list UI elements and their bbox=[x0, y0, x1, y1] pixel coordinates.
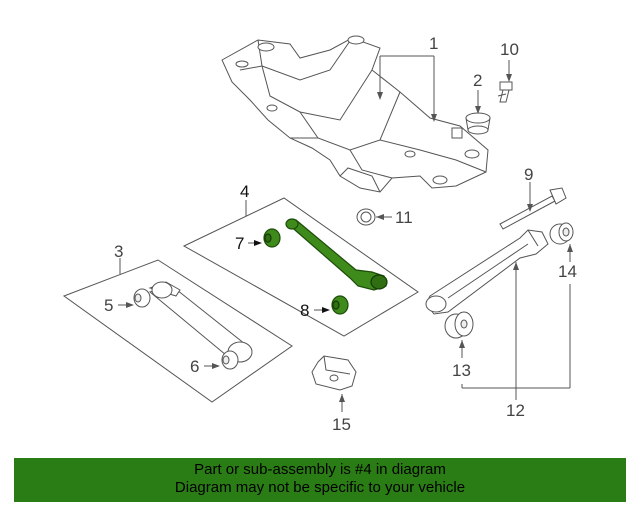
callout-13: 13 bbox=[452, 361, 471, 380]
part-15-bracket bbox=[311, 355, 357, 391]
part-2-bushing bbox=[465, 112, 491, 135]
callout-4: 4 bbox=[240, 182, 249, 201]
callout-3: 3 bbox=[114, 242, 123, 261]
part-13-bushing bbox=[444, 311, 474, 339]
part-9-bolt bbox=[499, 187, 567, 230]
banner-line-1: Part or sub-assembly is #4 in diagram bbox=[194, 461, 446, 478]
part-14-bushing bbox=[549, 222, 574, 245]
crossmember bbox=[221, 35, 489, 193]
callout-14: 14 bbox=[558, 262, 577, 281]
leader-lines bbox=[118, 55, 573, 412]
callout-12: 12 bbox=[506, 401, 525, 420]
callout-10: 10 bbox=[500, 40, 519, 59]
info-banner: Part or sub-assembly is #4 in diagram Di… bbox=[14, 458, 626, 502]
parts-diagram: 1 10 2 9 11 4 3 7 14 5 8 6 13 12 15 bbox=[62, 34, 577, 434]
part-3-box bbox=[62, 259, 293, 403]
part-4-box bbox=[182, 197, 419, 337]
callout-15: 15 bbox=[332, 415, 351, 434]
callout-6: 6 bbox=[190, 357, 199, 376]
callout-11: 11 bbox=[395, 208, 413, 227]
part-11-plug bbox=[356, 208, 376, 226]
part-12-arm bbox=[425, 229, 549, 315]
callout-8: 8 bbox=[300, 301, 309, 320]
callout-5: 5 bbox=[104, 296, 113, 315]
callout-9: 9 bbox=[524, 165, 533, 184]
banner-line-2: Diagram may not be specific to your vehi… bbox=[174, 479, 466, 496]
callout-1: 1 bbox=[429, 34, 438, 53]
callout-2: 2 bbox=[473, 71, 482, 90]
callouts: 1 10 2 9 11 4 3 7 14 5 8 6 13 12 15 bbox=[104, 34, 577, 434]
part-10-bolt bbox=[497, 81, 513, 103]
callout-7: 7 bbox=[235, 234, 244, 253]
